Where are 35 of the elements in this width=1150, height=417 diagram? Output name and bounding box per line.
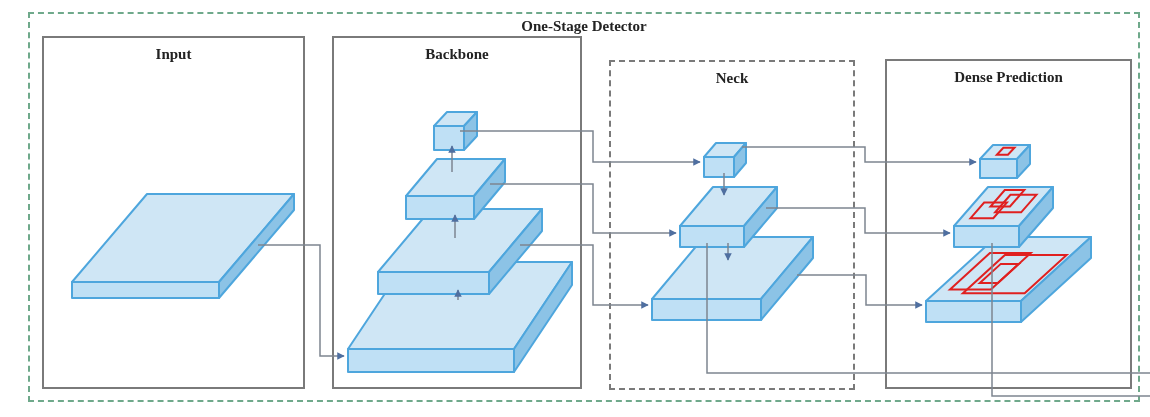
feature-map-drawing [954,187,1053,247]
feature-map-drawing [348,262,572,372]
feature-map-drawing [406,159,505,219]
connector-line [991,242,1150,397]
arrow [765,207,951,237]
frame-title: One-Stage Detector [521,18,647,35]
panel-title: Dense Prediction [954,69,1063,86]
feature-map-drawing [926,237,1091,322]
arrow [489,183,677,237]
feature-map-drawing [652,237,813,320]
stage-panel [42,36,305,389]
feature-map-drawing [704,143,746,177]
stage-panel [609,60,855,390]
feature-map-drawing [680,187,777,247]
arrow [454,289,462,301]
feature-map-drawing [72,194,294,298]
arrow [741,146,977,166]
panel-title: Neck [715,70,749,87]
arrow [257,244,345,360]
panel-title: Input [155,46,192,63]
panel-title: Backbone [425,46,489,63]
stage-panel [885,59,1132,389]
arrow [796,274,923,309]
feature-map-drawing [980,145,1030,178]
arrow [459,130,701,166]
feature-map-drawing [434,112,477,150]
stage-panel [332,36,582,389]
feature-map-drawing [378,209,542,294]
detector-frame [28,12,1140,402]
connector-line [706,242,1150,374]
arrow [448,145,456,173]
arrow [720,172,728,196]
arrow [519,244,649,309]
arrow [724,242,732,261]
arrow [451,214,459,239]
